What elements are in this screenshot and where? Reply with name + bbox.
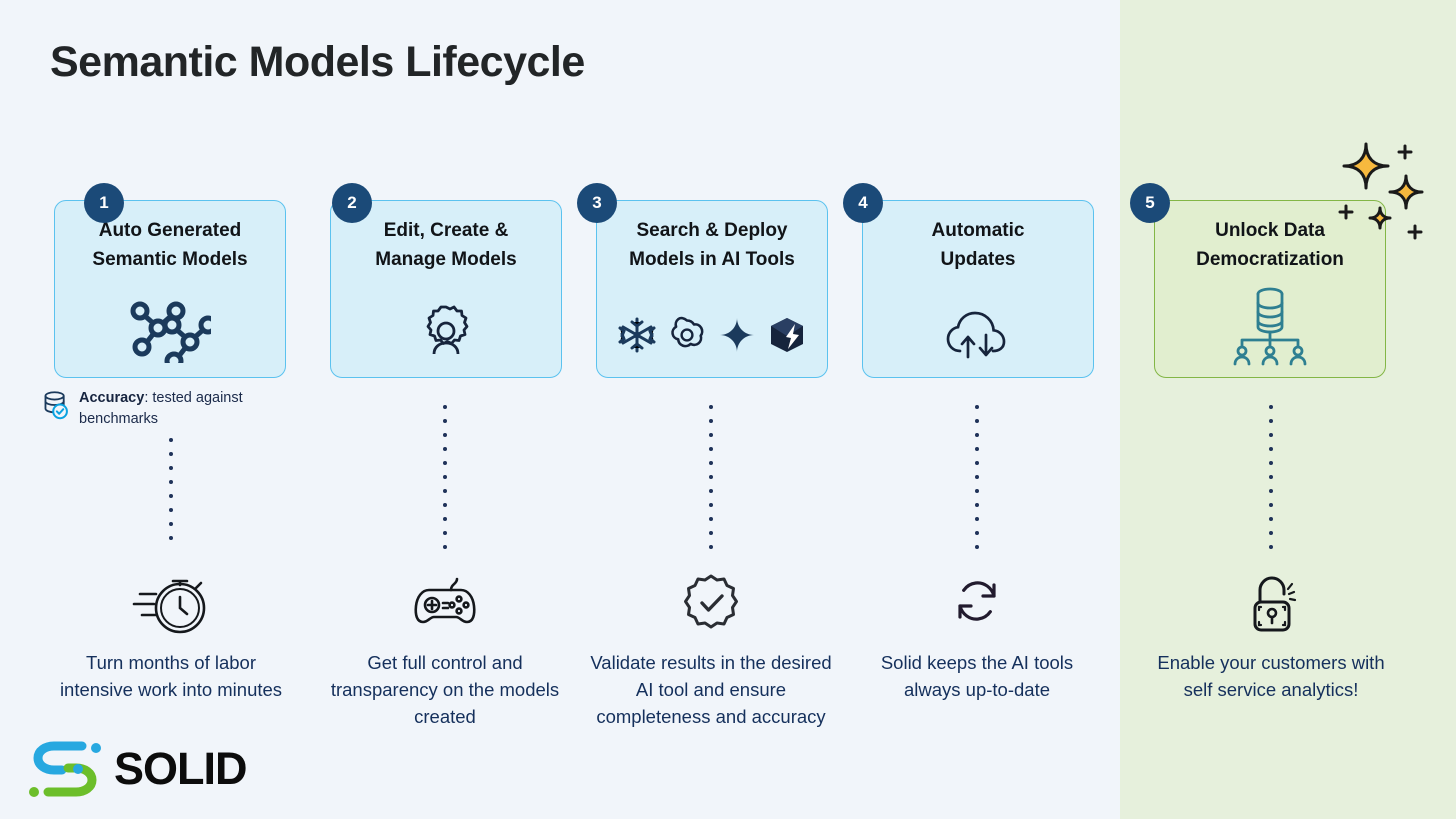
step-badge-4: 4 — [843, 183, 883, 223]
verified-check-icon — [576, 572, 846, 634]
database-check-icon — [44, 391, 68, 420]
copilot-cube-icon — [771, 318, 803, 352]
database-users-icon — [1155, 285, 1385, 367]
step-badge-5: 5 — [1130, 183, 1170, 223]
step-title-2: Edit, Create &Manage Models — [375, 220, 517, 270]
cloud-sync-icon — [863, 305, 1093, 363]
accuracy-note: Accuracy: tested against benchmarks — [40, 388, 304, 429]
gamepad-icon — [310, 572, 580, 634]
connector-dots-4 — [975, 405, 979, 559]
highlight-panel — [1120, 0, 1456, 819]
sparkle-decoration-icon — [1338, 142, 1424, 240]
snowflake-icon — [618, 317, 656, 353]
outcome-text-1: Turn months of labor intensive work into… — [59, 652, 283, 700]
connector-dots-3 — [709, 405, 713, 559]
step-badge-3: 3 — [577, 183, 617, 223]
stopwatch-icon — [36, 572, 306, 638]
accuracy-note-text: Accuracy: tested against benchmarks — [79, 390, 243, 427]
outcome-text-5: Enable your customers with self service … — [1157, 652, 1385, 700]
gear-person-icon — [331, 301, 561, 363]
unlocked-padlock-icon — [1136, 572, 1406, 638]
openai-icon — [671, 316, 704, 348]
refresh-icon — [842, 572, 1112, 630]
solid-s-mark-icon — [29, 741, 101, 797]
outcome-text-4: Solid keeps the AI tools always up-to-da… — [880, 652, 1074, 700]
step-column-2: 2 Edit, Create &Manage Models — [310, 0, 580, 819]
gemini-sparkle-icon — [720, 318, 754, 352]
solid-logo: SOLID — [26, 738, 248, 800]
outcome-text-2: Get full control and transparency on the… — [330, 652, 560, 727]
connector-dots-2 — [443, 405, 447, 559]
connector-dots-1 — [169, 438, 173, 550]
ai-tools-icons — [597, 315, 827, 355]
page-title: Semantic Models Lifecycle — [50, 38, 585, 86]
connector-dots-5 — [1269, 405, 1273, 559]
step-badge-2: 2 — [332, 183, 372, 223]
outcome-text-3: Validate results in the desired AI tool … — [590, 652, 832, 727]
logo-text: SOLID — [114, 743, 248, 794]
node-graph-icon — [55, 301, 285, 363]
step-card-2[interactable]: Edit, Create &Manage Models — [330, 200, 562, 378]
step-badge-1: 1 — [84, 183, 124, 223]
